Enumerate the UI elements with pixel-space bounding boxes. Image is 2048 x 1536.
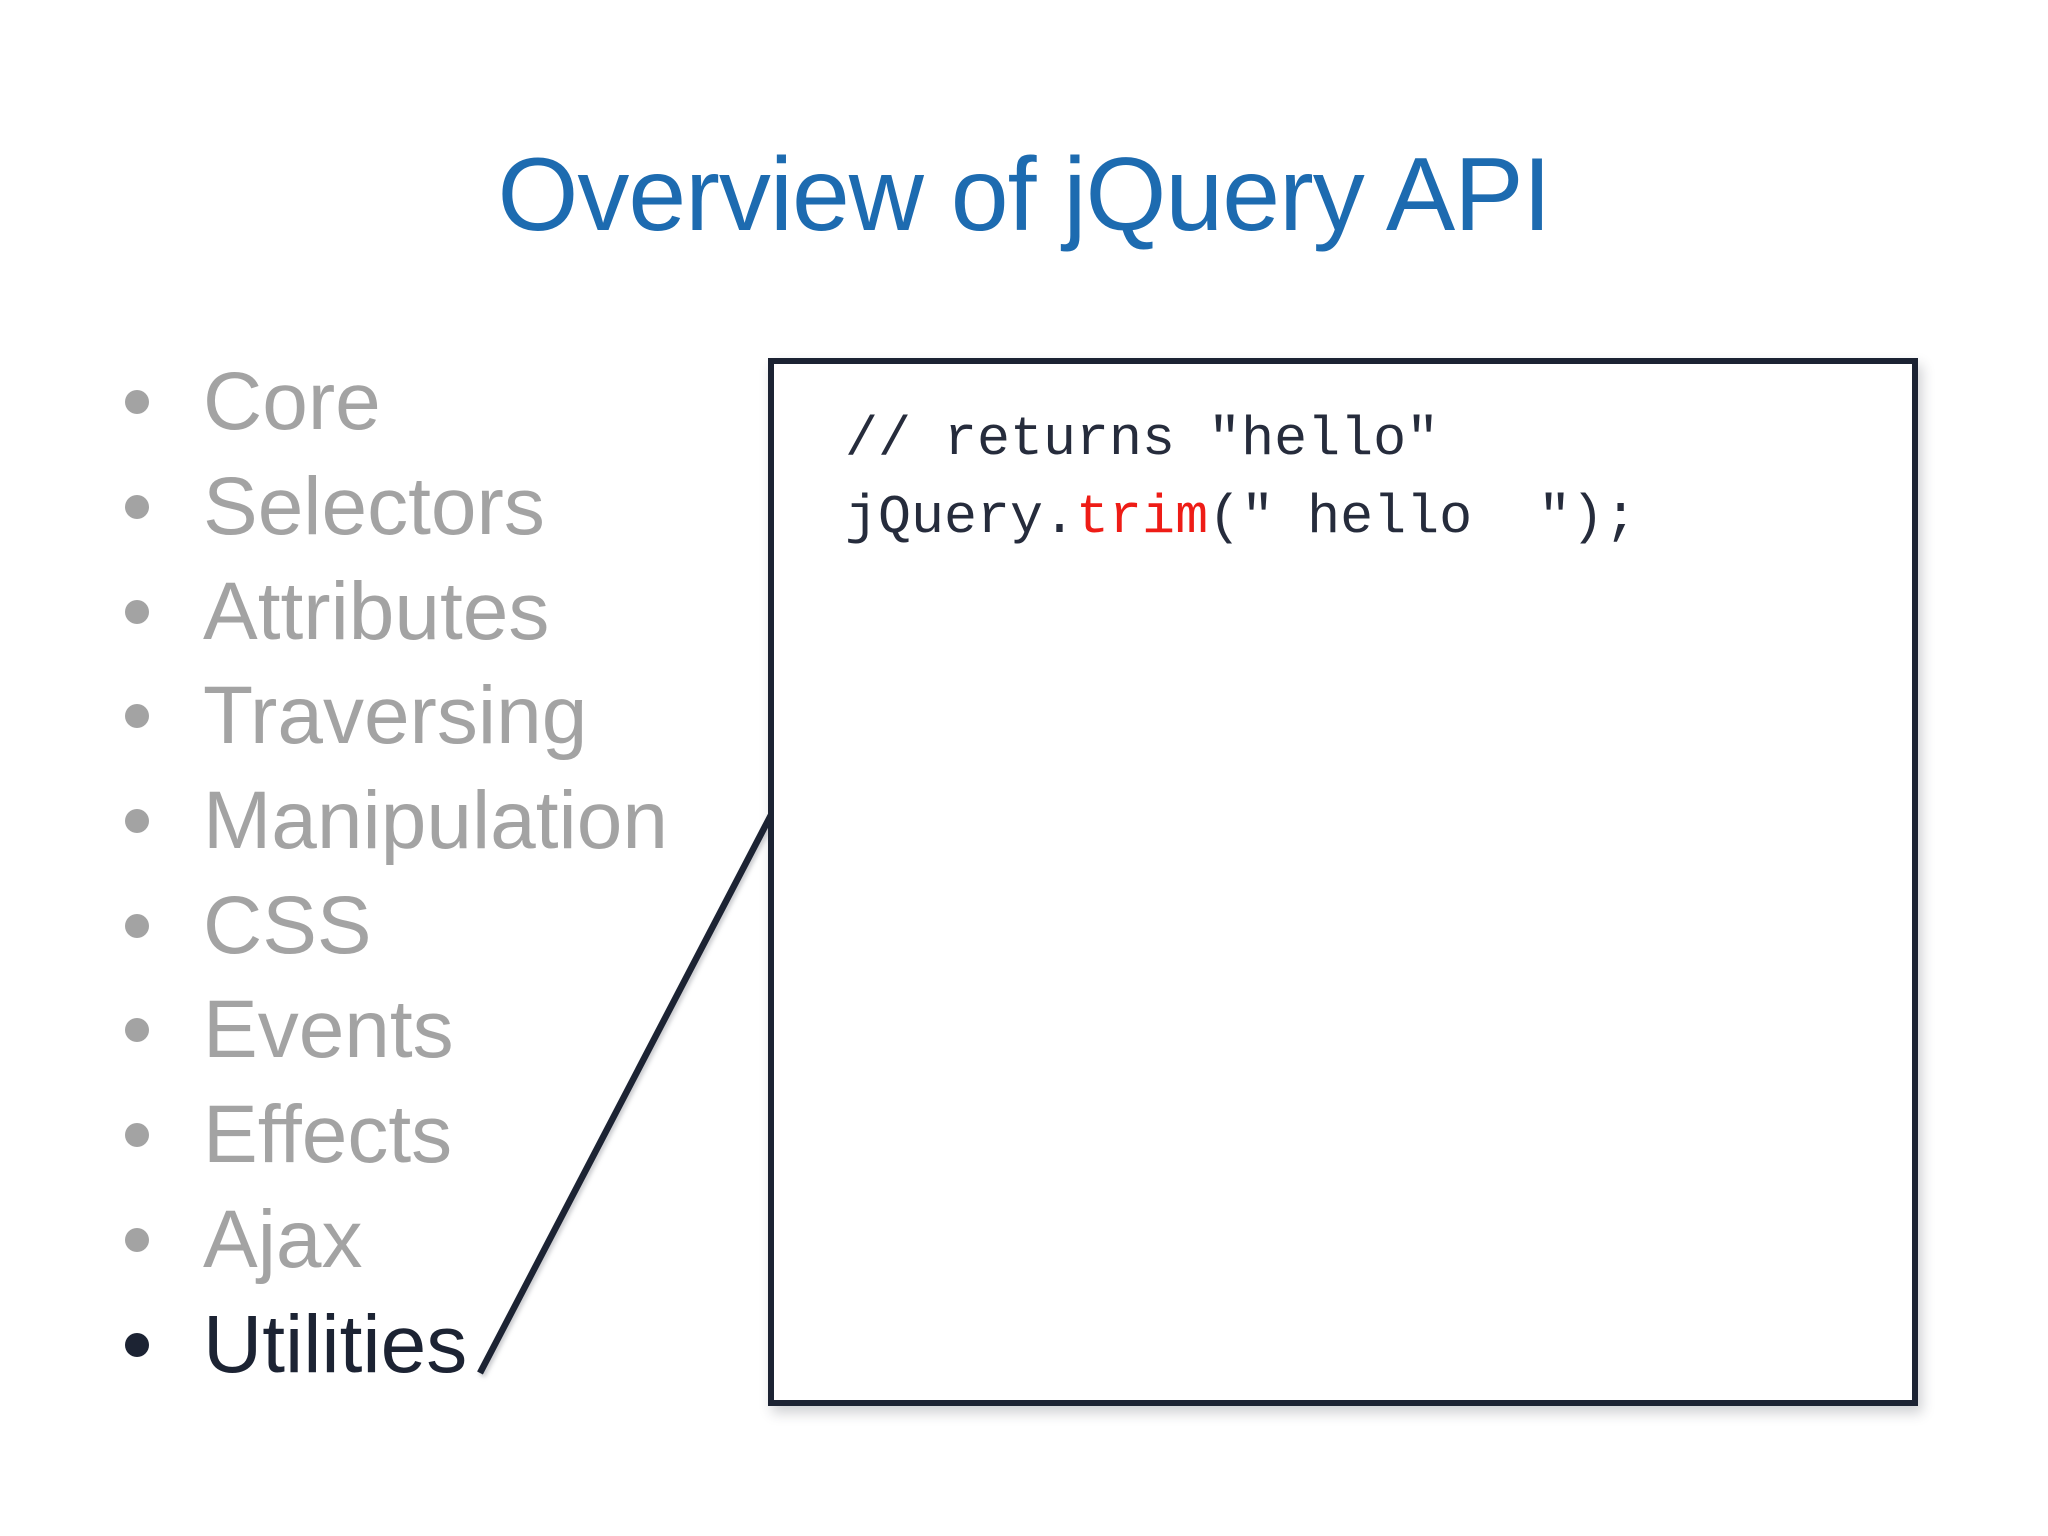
- bullet-dot: [125, 1123, 149, 1148]
- code-method-text: trim: [1076, 486, 1209, 549]
- bullet-dot: [125, 599, 149, 624]
- bullet-dot: [125, 1018, 149, 1043]
- list-item-label: Events: [203, 984, 454, 1076]
- list-item-effects: Effects: [104, 1083, 744, 1188]
- list-item-label: Attributes: [203, 565, 550, 657]
- list-item-ajax: Ajax: [104, 1188, 744, 1293]
- list-item-events: Events: [104, 978, 744, 1083]
- code-comment-line: // returns "hello": [845, 408, 1440, 471]
- code-args-text: (" hello ");: [1208, 486, 1638, 549]
- list-item-label: Effects: [203, 1089, 453, 1181]
- slide-title: Overview of jQuery API: [497, 137, 1551, 253]
- list-item-label: Utilities: [203, 1298, 468, 1390]
- list-item-label: Selectors: [203, 461, 545, 553]
- list-item-selectors: Selectors: [104, 455, 744, 560]
- bullet-dot: [125, 495, 149, 520]
- list-item-label: Ajax: [203, 1193, 363, 1285]
- list-item-label: Core: [203, 356, 381, 448]
- code-panel: // returns "hello" jQuery.trim(" hello "…: [768, 358, 1918, 1406]
- list-item-attributes: Attributes: [104, 559, 744, 664]
- bullet-dot: [125, 1227, 149, 1252]
- bullet-dot: [125, 809, 149, 834]
- list-item-utilities: Utilities: [104, 1292, 744, 1397]
- list-item-traversing: Traversing: [104, 664, 744, 769]
- bullet-dot: [125, 704, 149, 729]
- list-item-label: Manipulation: [203, 775, 668, 867]
- code-block: // returns "hello" jQuery.trim(" hello "…: [845, 401, 1637, 557]
- list-item-core: Core: [104, 350, 744, 455]
- code-object-text: jQuery.: [845, 486, 1077, 549]
- api-category-list: Core Selectors Attributes Traversing Man…: [104, 350, 744, 1397]
- list-item-manipulation: Manipulation: [104, 769, 744, 874]
- list-item-label: Traversing: [203, 670, 588, 762]
- bullet-dot: [125, 390, 149, 415]
- list-item-css: CSS: [104, 873, 744, 978]
- code-statement-line: jQuery.trim(" hello ");: [845, 486, 1637, 549]
- list-item-label: CSS: [203, 879, 372, 971]
- bullet-dot: [125, 1332, 149, 1357]
- bullet-dot: [125, 913, 149, 938]
